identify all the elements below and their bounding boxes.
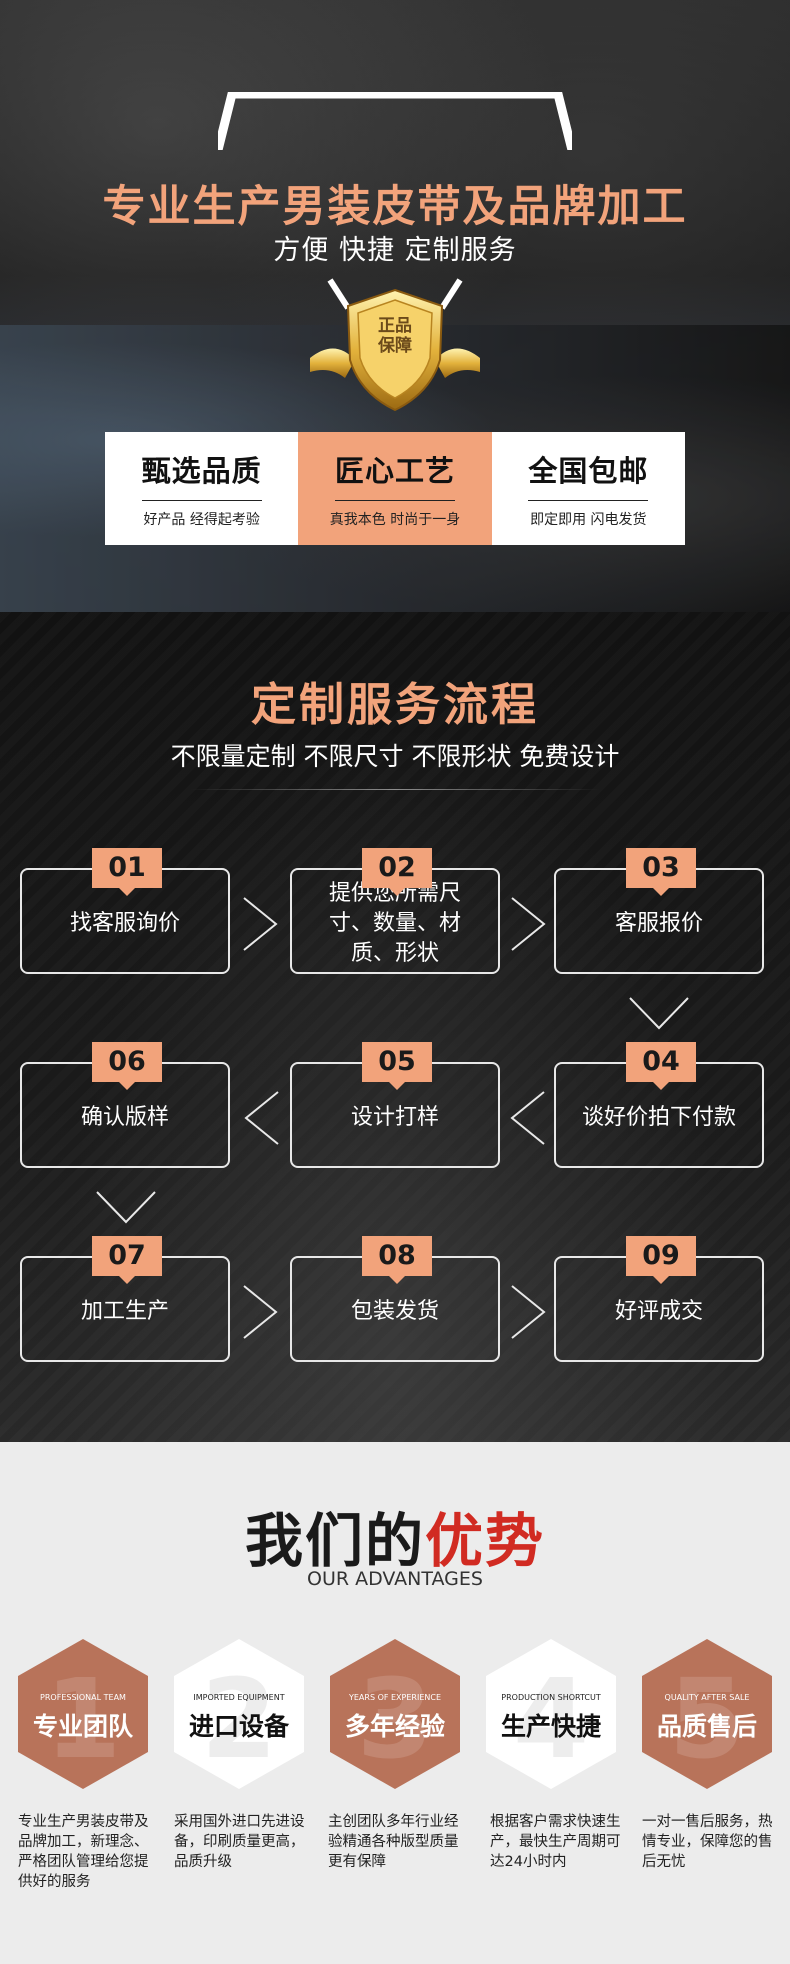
advantages-title: 我们的优势 bbox=[244, 1507, 546, 1575]
feature-subtitle: 即定即用 闪电发货 bbox=[530, 512, 647, 528]
feature-title: 甄选品质 bbox=[141, 454, 262, 488]
step-label: 包装发货 bbox=[350, 1299, 439, 1324]
hexagon-shape bbox=[486, 1639, 616, 1789]
advantage-number: 5 bbox=[668, 1655, 746, 1783]
process-step-08: 08 包装发货 bbox=[290, 1236, 500, 1362]
chevron-right-icon bbox=[511, 897, 546, 951]
advantages-subtitle: OUR ADVANTAGES bbox=[307, 1568, 483, 1590]
badge-label: 正品 保障 bbox=[378, 316, 412, 356]
step-label: 客服报价 bbox=[614, 911, 703, 936]
advantage-title: 品质售后 bbox=[656, 1712, 757, 1741]
feature-shipping: 全国包邮 即定即用 闪电发货 bbox=[491, 432, 685, 545]
hexagon-shape bbox=[174, 1639, 304, 1789]
chevron-left-icon bbox=[510, 1091, 545, 1145]
advantage-description: 专业生产男装皮带及品牌加工，新理念、严格团队管理给您提供好的服务 bbox=[18, 1814, 149, 1890]
frame-decoration-top bbox=[218, 92, 572, 150]
advantage-hexagon-1: 1 PROFESSIONAL TEAM 专业团队 bbox=[16, 1637, 150, 1791]
process-step-06: 06 确认版样 bbox=[20, 1042, 230, 1168]
step-label: 提供您所需尺寸、数量、材质、形状 bbox=[328, 881, 461, 966]
hero-title: 专业生产男装皮带及品牌加工 bbox=[102, 182, 688, 232]
step-number: 07 bbox=[92, 1236, 162, 1284]
step-label: 加工生产 bbox=[80, 1299, 169, 1324]
feature-title: 匠心工艺 bbox=[334, 454, 455, 488]
process-step-09: 09 好评成交 bbox=[554, 1236, 764, 1362]
advantage-hexagon-4: 4 PRODUCTION SHORTCUT 生产快捷 bbox=[484, 1637, 618, 1791]
chevron-right-icon bbox=[243, 897, 278, 951]
feature-craft: 匠心工艺 真我本色 时尚于一身 bbox=[298, 432, 492, 545]
step-label: 确认版样 bbox=[80, 1105, 169, 1130]
feature-strip: 甄选品质 好产品 经得起考验 匠心工艺 真我本色 时尚于一身 全国包邮 即定即用… bbox=[105, 432, 685, 545]
process-step-02: 02 提供您所需尺寸、数量、材质、形状 bbox=[290, 848, 500, 974]
advantage-title: 生产快捷 bbox=[500, 1712, 601, 1741]
advantage-hexagon-3: 3 YEARS OF EXPERIENCE 多年经验 bbox=[328, 1637, 462, 1791]
advantage-title: 专业团队 bbox=[32, 1712, 133, 1741]
process-step-04: 04 谈好价拍下付款 bbox=[554, 1042, 764, 1168]
advantage-description: 主创团队多年行业经验精通各种版型质量更有保障 bbox=[328, 1814, 459, 1870]
divider bbox=[528, 500, 649, 501]
step-label: 谈好价拍下付款 bbox=[581, 1105, 736, 1130]
advantage-number: 3 bbox=[356, 1655, 434, 1783]
feature-subtitle: 好产品 经得起考验 bbox=[143, 512, 260, 528]
chevron-left-icon bbox=[244, 1091, 279, 1145]
step-label: 设计打样 bbox=[350, 1105, 439, 1130]
advantage-title: 多年经验 bbox=[344, 1712, 445, 1741]
chevron-right-icon bbox=[511, 1285, 546, 1339]
chevron-down-icon bbox=[629, 997, 689, 1030]
advantage-description: 一对一售后服务，热情专业，保障您的售后无忧 bbox=[642, 1814, 773, 1870]
process-subtitle: 不限量定制 不限尺寸 不限形状 免费设计 bbox=[170, 742, 620, 771]
process-step-07: 07 加工生产 bbox=[20, 1236, 230, 1362]
step-number: 04 bbox=[626, 1042, 696, 1090]
advantage-english-label: PRODUCTION SHORTCUT bbox=[501, 1693, 601, 1702]
step-number: 06 bbox=[92, 1042, 162, 1090]
advantage-number: 1 bbox=[44, 1655, 122, 1783]
feature-quality: 甄选品质 好产品 经得起考验 bbox=[105, 432, 299, 545]
advantage-english-label: YEARS OF EXPERIENCE bbox=[348, 1693, 442, 1702]
process-title: 定制服务流程 bbox=[250, 678, 539, 731]
advantage-english-label: IMPORTED EQUIPMENT bbox=[193, 1693, 285, 1702]
hexagon-shape bbox=[18, 1639, 148, 1789]
hero-banner: 专业生产男装皮带及品牌加工 方便 快捷 定制服务 正品 保障 甄选品质 好产品 … bbox=[0, 0, 790, 612]
advantage-number: 4 bbox=[512, 1655, 590, 1783]
advantage-english-label: PROFESSIONAL TEAM bbox=[40, 1693, 126, 1702]
step-number: 03 bbox=[626, 848, 696, 896]
advantage-hexagon-5: 5 QUALITY AFTER SALE 品质售后 bbox=[640, 1637, 774, 1791]
step-number: 02 bbox=[362, 848, 432, 896]
chevron-down-icon bbox=[96, 1191, 156, 1224]
hero-subtitle: 方便 快捷 定制服务 bbox=[273, 235, 517, 266]
divider bbox=[334, 500, 455, 501]
step-label: 找客服询价 bbox=[69, 911, 180, 936]
advantage-description: 采用国外进口先进设备，印刷质量更高，品质升级 bbox=[174, 1814, 305, 1870]
step-label: 好评成交 bbox=[614, 1299, 703, 1324]
advantage-description: 根据客户需求快速生产，最快生产周期可达24小时内 bbox=[490, 1814, 621, 1870]
feature-subtitle: 真我本色 时尚于一身 bbox=[329, 512, 461, 528]
process-step-03: 03 客服报价 bbox=[554, 848, 764, 974]
process-step-05: 05 设计打样 bbox=[290, 1042, 500, 1168]
advantages-section: 我们的优势 OUR ADVANTAGES 1 PROFESSIONAL TEAM… bbox=[0, 1442, 790, 1964]
chevron-right-icon bbox=[243, 1285, 278, 1339]
service-process-section: 定制服务流程 不限量定制 不限尺寸 不限形状 免费设计 01 找客服询价 02 … bbox=[0, 612, 790, 1442]
advantage-hexagon-2: 2 IMPORTED EQUIPMENT 进口设备 bbox=[172, 1637, 306, 1791]
advantage-english-label: QUALITY AFTER SALE bbox=[664, 1693, 750, 1702]
quality-shield-badge-icon bbox=[310, 278, 480, 412]
divider bbox=[141, 500, 262, 501]
divider bbox=[190, 789, 600, 790]
step-number: 08 bbox=[362, 1236, 432, 1284]
feature-title: 全国包邮 bbox=[528, 454, 649, 488]
hexagon-shape bbox=[642, 1639, 772, 1789]
advantage-title: 进口设备 bbox=[188, 1712, 289, 1741]
process-step-01: 01 找客服询价 bbox=[20, 848, 230, 974]
step-number: 09 bbox=[626, 1236, 696, 1284]
hexagon-shape bbox=[330, 1639, 460, 1789]
step-number: 01 bbox=[92, 848, 162, 896]
step-number: 05 bbox=[362, 1042, 432, 1090]
advantage-number: 2 bbox=[200, 1655, 278, 1783]
